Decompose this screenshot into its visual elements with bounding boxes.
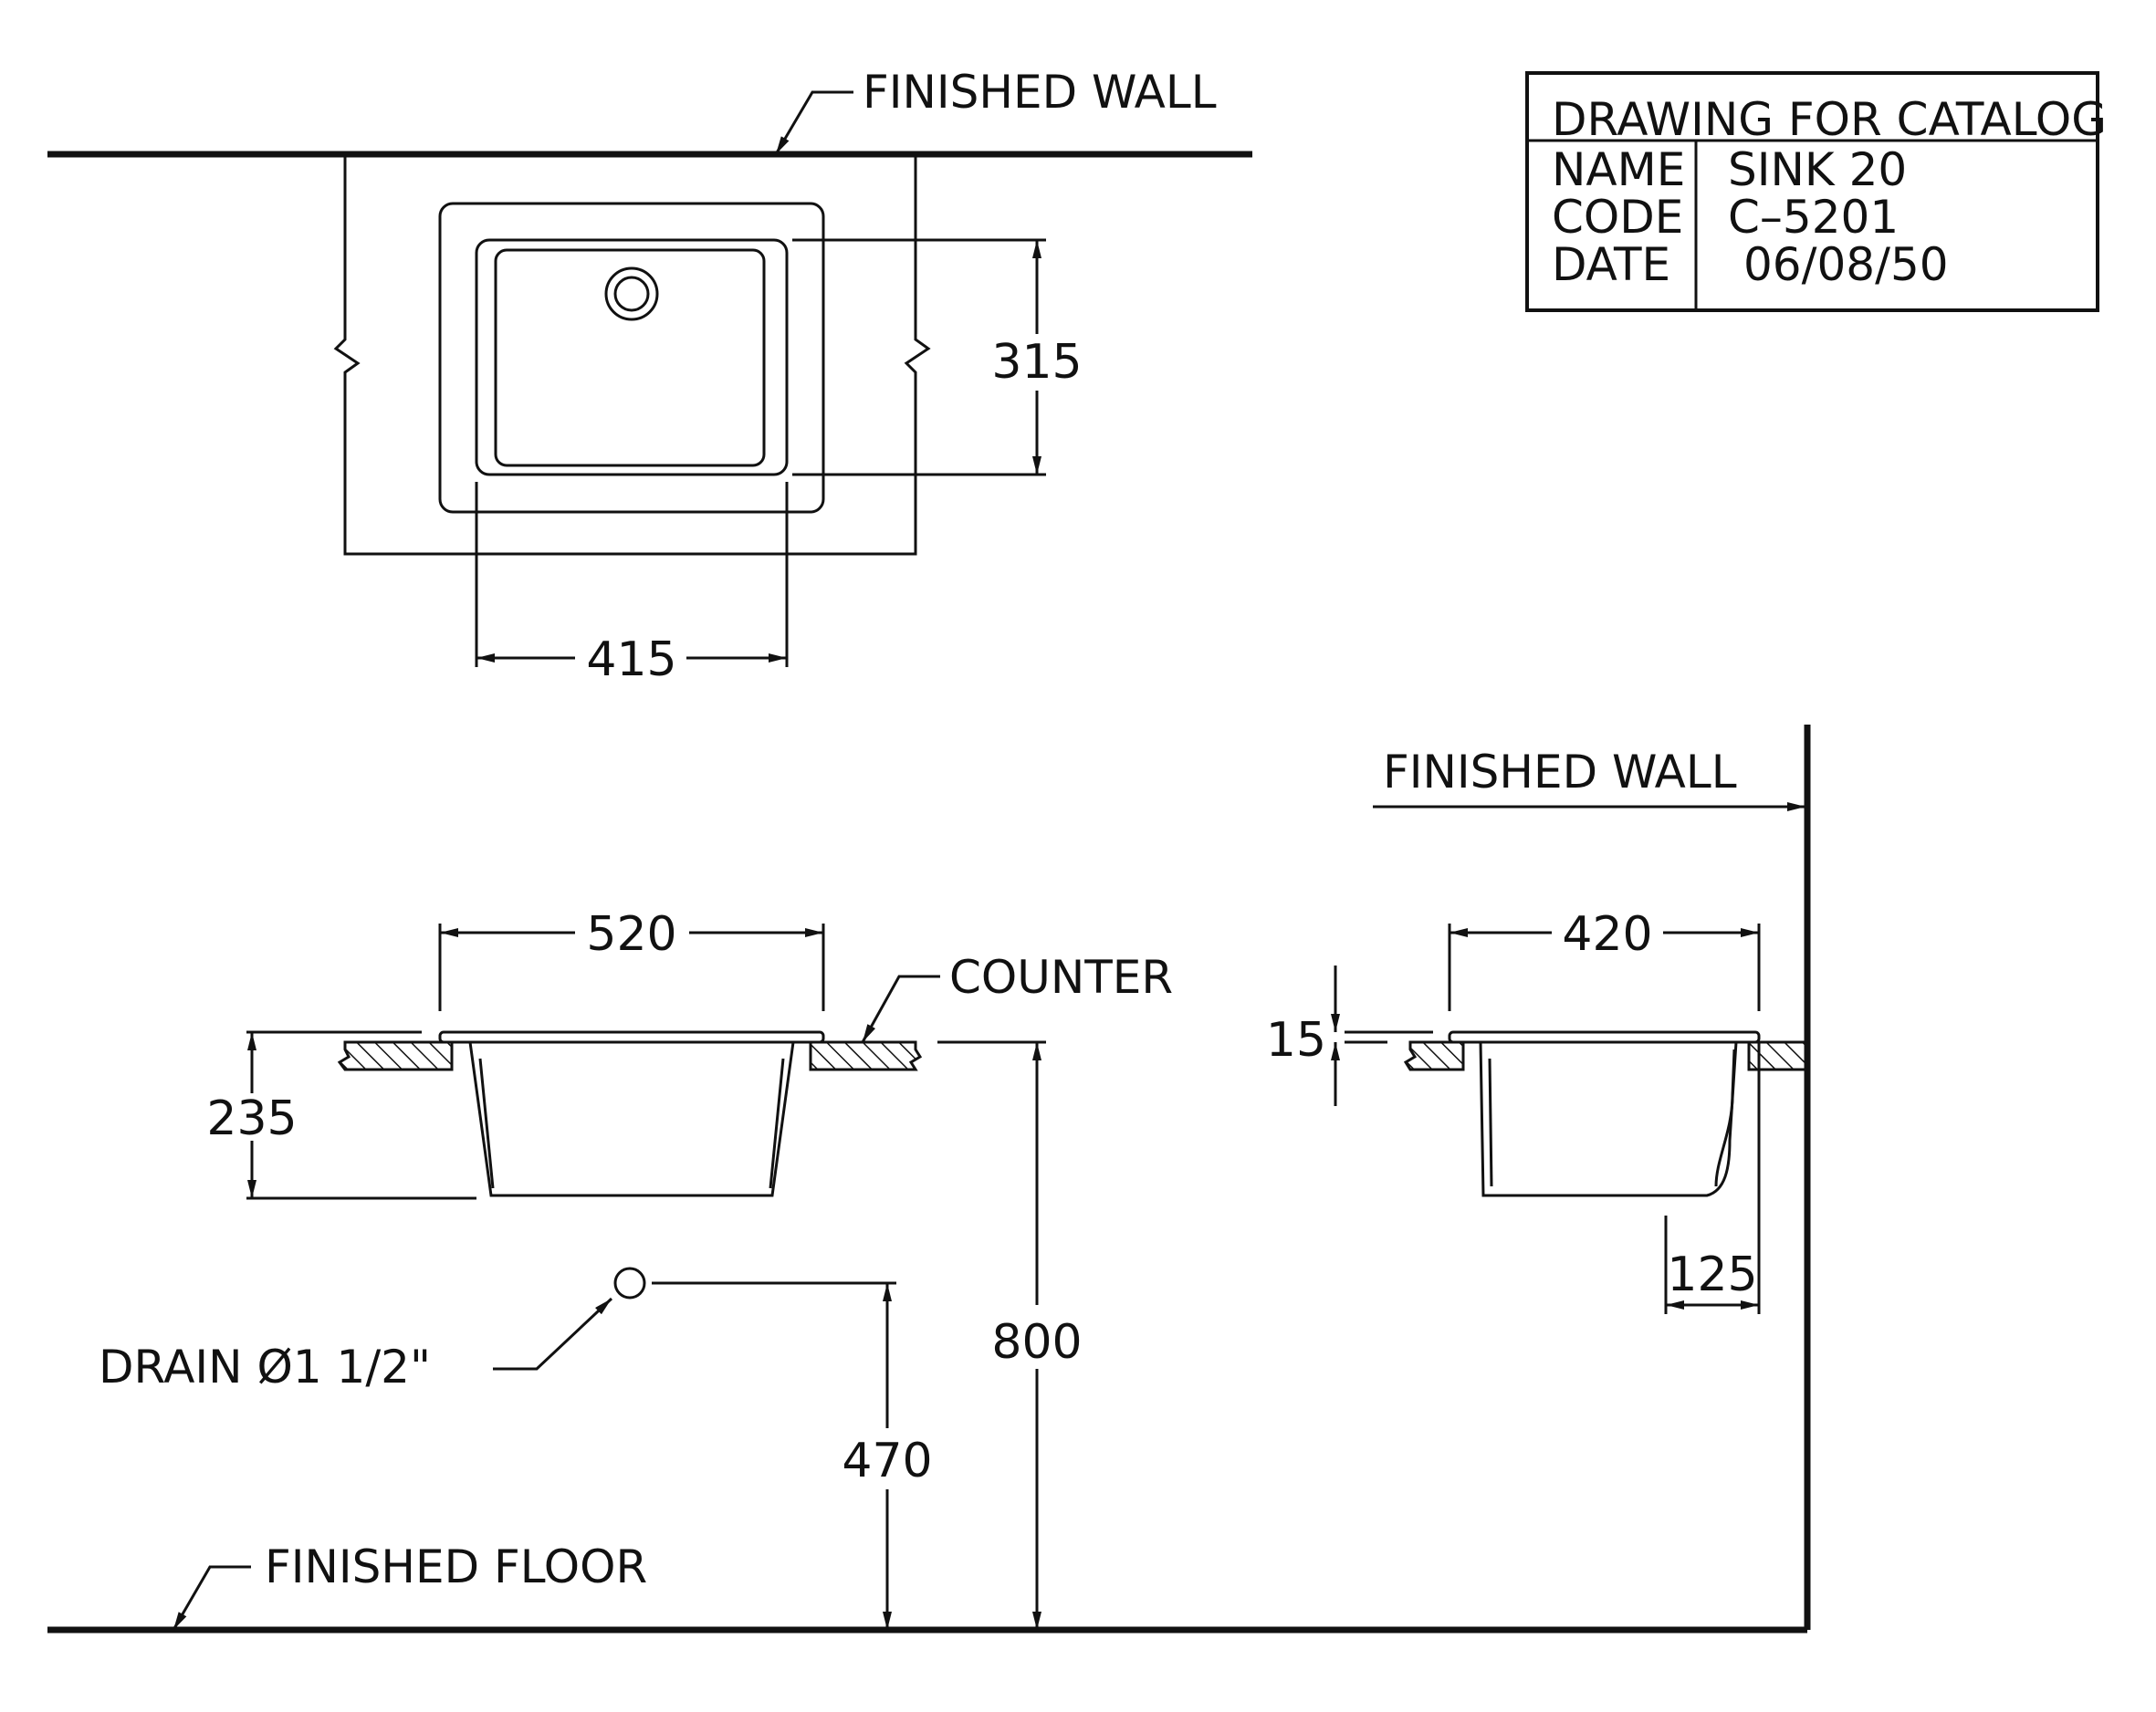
side-bowl-inner-right	[1714, 1049, 1736, 1187]
side-counter-right	[1747, 1040, 1807, 1071]
side-width-dimension: 420	[1562, 907, 1652, 962]
counter-height-dimension: 800	[991, 1315, 1082, 1370]
front-depth-dimension: 235	[206, 1091, 297, 1146]
title-block-heading: DRAWING FOR CATALOG	[1552, 93, 2107, 146]
drain-icon	[613, 1267, 646, 1300]
plan-drain-inner-icon	[613, 276, 650, 312]
plan-bowl-outer	[475, 238, 789, 476]
rim-thickness-dimension: 15	[1266, 1013, 1326, 1068]
plan-wall-leader	[774, 90, 853, 155]
front-elevation: 520 COUNTER 235 800 DRAIN Ø1 1/2" 470	[47, 907, 1807, 1634]
drain-label: DRAIN Ø1 1/2"	[99, 1341, 431, 1394]
front-counter-right	[809, 1040, 923, 1071]
side-elevation: FINISHED WALL 420 15 125	[1266, 725, 1811, 1630]
plan-width-dimension: 415	[586, 632, 676, 687]
offset-dimension: 125	[1667, 1247, 1757, 1302]
title-block-frame	[1525, 71, 2099, 312]
title-block-code-label: CODE	[1552, 191, 1683, 244]
front-bowl-inner-left	[478, 1058, 495, 1189]
title-block-code-value: C–5201	[1728, 191, 1899, 244]
plan-depth-dimension: 315	[991, 335, 1082, 390]
title-block: DRAWING FOR CATALOG NAME SINK 20 CODE C–…	[1525, 71, 2107, 312]
title-block-date-label: DATE	[1552, 238, 1670, 291]
plan-counter-outline	[333, 154, 931, 556]
front-counter-left	[337, 1040, 454, 1071]
plan-sink-rim	[438, 202, 825, 514]
counter-leader	[861, 975, 940, 1043]
title-block-date-value: 06/08/50	[1743, 238, 1949, 291]
side-bowl-outline	[1479, 1041, 1738, 1197]
plan-drain-outer-icon	[604, 266, 659, 321]
drain-leader	[493, 1297, 613, 1371]
side-finished-wall-label: FINISHED WALL	[1383, 746, 1737, 799]
front-sink-rim	[438, 1030, 825, 1044]
side-counter-left	[1403, 1040, 1465, 1071]
title-block-name-label: NAME	[1552, 143, 1685, 196]
finished-floor-leader	[172, 1565, 251, 1631]
front-bowl-inner-right	[769, 1058, 785, 1189]
counter-label: COUNTER	[949, 951, 1173, 1004]
finished-floor-label: FINISHED FLOOR	[265, 1540, 647, 1593]
plan-view: FINISHED WALL 315 415	[47, 66, 1252, 687]
front-bowl-outline	[468, 1041, 795, 1197]
title-block-name-value: SINK 20	[1728, 143, 1907, 196]
drain-height-dimension: 470	[842, 1434, 932, 1488]
side-sink-rim	[1448, 1030, 1761, 1044]
front-width-dimension: 520	[586, 907, 676, 962]
side-bowl-inner-left	[1488, 1058, 1493, 1187]
plan-bowl-inner	[494, 248, 766, 467]
plan-finished-wall-label: FINISHED WALL	[863, 66, 1217, 119]
